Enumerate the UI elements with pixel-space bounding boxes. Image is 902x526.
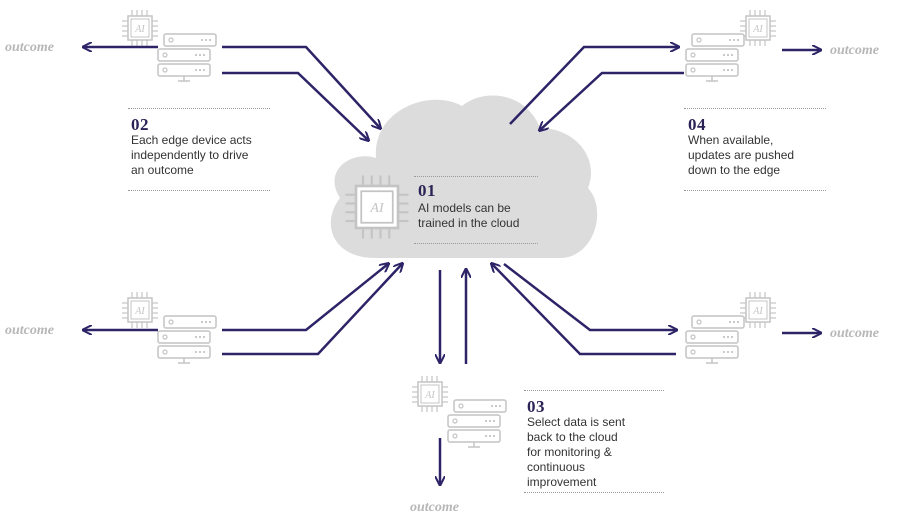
chip-label: AI: [134, 306, 145, 317]
arrow-device-to-cloud-mid-right: [492, 264, 676, 356]
step-04-line-2: updates are pushed: [688, 148, 795, 162]
step-03-line-5: improvement: [527, 475, 597, 489]
arrow-cloud-to-device-top-right: [509, 47, 678, 125]
arrow-device-to-cloud-top-left: [222, 45, 380, 128]
chip-label: AI: [424, 390, 435, 401]
outcome-label-bottom: outcome: [410, 500, 459, 515]
edge-device-top-right: AI: [686, 10, 776, 81]
chip-label: AI: [752, 306, 763, 317]
step-03-rule-bottom: [524, 492, 664, 493]
step-02-line-2: independently to drive: [131, 148, 249, 162]
edge-device-bottom: AI: [412, 376, 506, 447]
cloud-rule-bottom: [414, 243, 538, 244]
step-04-rule-bottom: [684, 190, 826, 191]
edge-device-top-left: AI: [122, 10, 216, 81]
edge-device-mid-right: AI: [686, 292, 776, 363]
step-03-rule-top: [524, 390, 664, 391]
edge-device-mid-left: AI: [122, 292, 216, 363]
step-03-line-1: Select data is sent: [527, 415, 626, 429]
arrow-cloud-to-device-mid-left-b: [222, 264, 402, 356]
chip-label: AI: [752, 24, 763, 35]
step-04-line-1: When available,: [688, 133, 774, 147]
step-04-rule-top: [684, 108, 826, 109]
step-02-rule-top: [128, 108, 270, 109]
step-04-line-3: down to the edge: [688, 163, 781, 177]
cloud-rule-top: [414, 176, 538, 177]
arrow-update-push-top-right: [540, 71, 684, 130]
outcome-label-top-left: outcome: [5, 40, 54, 55]
step-03-number: 03: [527, 397, 545, 416]
step-03-line-3: for monitoring &: [527, 445, 612, 459]
step-01-line-2: trained in the cloud: [418, 216, 520, 230]
outcome-label-mid-right: outcome: [830, 326, 879, 341]
arrow-device-to-cloud-mid-left: [222, 264, 388, 332]
step-02-line-3: an outcome: [131, 163, 194, 177]
arrow-cloud-to-device-mid-right: [503, 263, 676, 330]
step-02-line-1: Each edge device acts: [131, 133, 252, 147]
step-02-number: 02: [131, 115, 149, 134]
step-03-line-2: back to the cloud: [527, 430, 618, 444]
step-01-number: 01: [418, 181, 436, 200]
chip-label: AI: [134, 24, 145, 35]
step-04-number: 04: [688, 115, 706, 134]
arrow-cloud-to-device-top-left-b: [222, 71, 368, 140]
outcome-label-mid-left: outcome: [5, 323, 54, 338]
step-03-line-4: continuous: [527, 460, 586, 474]
step-01-line-1: AI models can be: [418, 201, 511, 215]
outcome-label-top-right: outcome: [830, 43, 879, 58]
step-02-rule-bottom: [128, 190, 270, 191]
cloud-chip-label: AI: [369, 201, 385, 216]
